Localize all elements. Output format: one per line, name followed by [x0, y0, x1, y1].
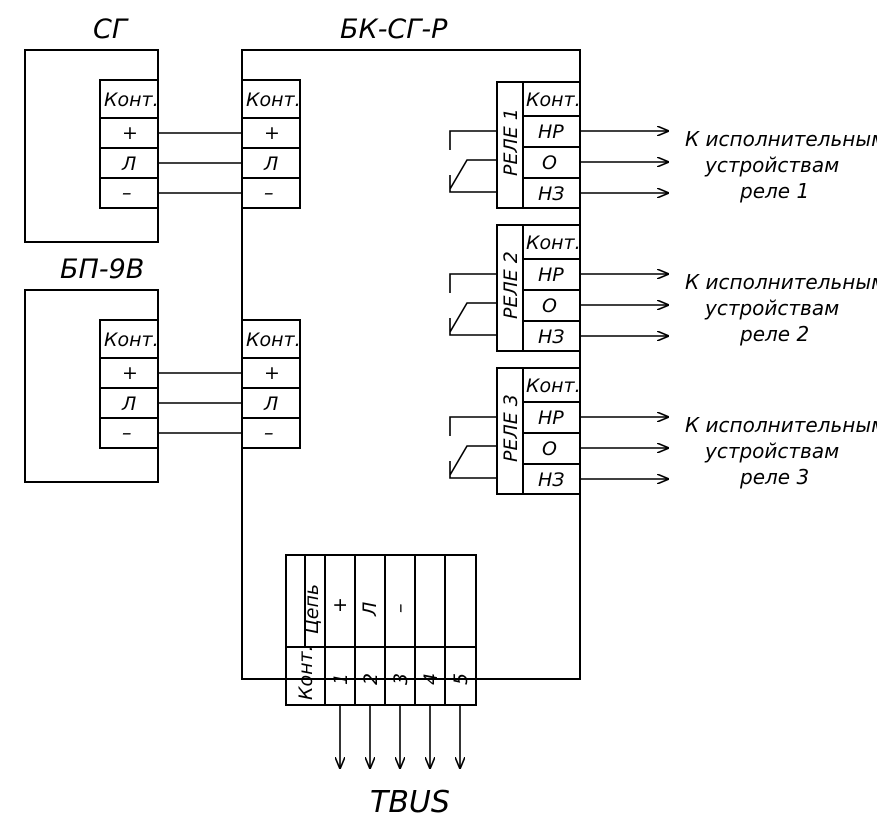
wires-bp-bk [158, 372, 242, 434]
relay-3-name: РЕЛЕ 3 [500, 394, 522, 462]
relay-1-dest-line1: К исполнительным [685, 127, 877, 151]
bk2-header: Конт. [246, 329, 301, 351]
relay-1-pin-o: О [542, 152, 557, 174]
title-bk: БК-СГ-Р [340, 14, 448, 45]
bk1-pin-l: Л [263, 153, 278, 175]
connector-contact-header: Конт. [295, 645, 317, 700]
connector-circuit-1: + [329, 597, 351, 613]
relay-2-pin-nr: НР [538, 264, 564, 286]
title-sg: СГ [93, 14, 129, 45]
sg-header: Конт. [104, 89, 159, 111]
connector-circuit-3: – [389, 604, 411, 614]
connector-contact-3: 3 [390, 673, 412, 685]
relay-3-header: Конт. [526, 375, 581, 397]
title-bp: БП-9В [60, 254, 144, 285]
bk2-pin-l: Л [263, 393, 278, 415]
relay-1-pin-nr: НР [538, 121, 564, 143]
relay-2-name: РЕЛЕ 2 [500, 251, 522, 319]
connector-contact-1: 1 [330, 673, 352, 685]
bp-pin-l: Л [121, 393, 136, 415]
bk1-pin-plus: + [264, 122, 280, 144]
relay-2-header: Конт. [526, 232, 581, 254]
bp-pin-minus: – [122, 422, 132, 444]
bk2-pin-minus: – [264, 422, 274, 444]
bp-device: Конт. + Л – [24, 289, 159, 483]
relay-1-dest-line3: реле 1 [739, 179, 809, 203]
relay-1-dest-line2: устройствам [704, 153, 839, 177]
relay-1: РЕЛЕ 1 Конт. НР О НЗ К исполнительным ус… [449, 81, 877, 209]
relay-2-pin-nz: НЗ [538, 326, 564, 348]
relay-1-header: Конт. [526, 89, 581, 111]
sg-pin-l: Л [121, 153, 136, 175]
bk-terminal-block-2: Конт. + Л – [241, 319, 301, 449]
wires-sg-bk [158, 132, 242, 194]
title-bus: TBUS [370, 785, 450, 820]
bk-device: Конт. + Л – Конт. + Л – [241, 49, 581, 680]
connector-contact-4: 4 [420, 673, 442, 685]
bk2-pin-plus: + [264, 362, 280, 384]
bk1-pin-minus: – [264, 182, 274, 204]
bk1-header: Конт. [246, 89, 301, 111]
relay-3-dest-line2: устройствам [704, 439, 839, 463]
relay-2-dest-line3: реле 2 [739, 322, 809, 346]
sg-pin-minus: – [122, 182, 132, 204]
relay-3: РЕЛЕ 3 Конт. НР О НЗ К исполнительным ус… [449, 367, 877, 495]
bp-pin-plus: + [122, 362, 138, 384]
bp-terminal-block: Конт. + Л – [99, 319, 159, 449]
relay-2: РЕЛЕ 2 Конт. НР О НЗ К исполнительным ус… [449, 224, 877, 352]
relay-3-dest-line1: К исполнительным [685, 413, 877, 437]
connector-circuit-header: Цепь [301, 584, 323, 634]
bus-connector: Цепь Конт. + Л – 1 2 3 4 5 [285, 554, 477, 706]
relay-1-name: РЕЛЕ 1 [500, 108, 522, 176]
bp-header: Конт. [104, 329, 159, 351]
relay-3-pin-nz: НЗ [538, 469, 564, 491]
connector-circuit-2: Л [359, 602, 381, 617]
relay-2-pin-o: О [542, 295, 557, 317]
relay-3-pin-o: О [542, 438, 557, 460]
sg-device: Конт. + Л – [24, 49, 159, 243]
relay-2-dest-line1: К исполнительным [685, 270, 877, 294]
relay-3-pin-nr: НР [538, 407, 564, 429]
connector-contact-5: 5 [450, 673, 472, 685]
relay-1-pin-nz: НЗ [538, 183, 564, 205]
relay-2-dest-line2: устройствам [704, 296, 839, 320]
connector-contact-2: 2 [360, 673, 382, 685]
sg-terminal-block: Конт. + Л – [99, 79, 159, 209]
bus-arrows [340, 705, 460, 768]
sg-pin-plus: + [122, 122, 138, 144]
relay-3-dest-line3: реле 3 [739, 465, 809, 489]
bk-terminal-block-1: Конт. + Л – [241, 79, 301, 209]
